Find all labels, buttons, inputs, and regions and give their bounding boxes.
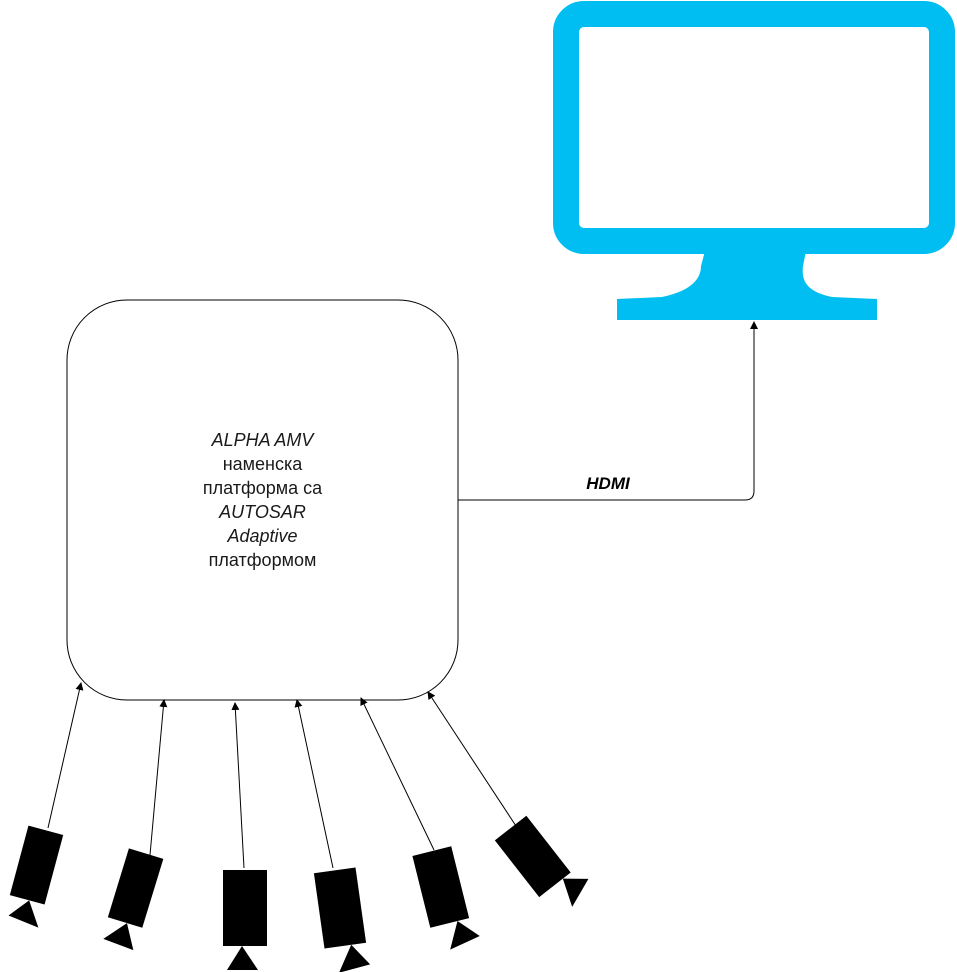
camera-link-6 [427,691,517,827]
platform-label: ALPHA AMV наменска платформа са AUTOSAR … [150,428,375,572]
camera-link-3 [231,702,245,869]
hdmi-label: HDMI [586,474,630,493]
platform-label-line-1: ALPHA AMV [211,430,314,450]
camera-icon [313,867,371,972]
platform-label-line-4: AUTOSAR [219,502,306,522]
platform-label-line-3: платформа са [202,478,323,498]
platform-label-line-6: платформом [208,550,317,570]
camera-icon [412,846,480,950]
camera-icon [223,870,267,970]
camera-icon [494,815,589,907]
camera-link-5 [360,697,435,851]
monitor-icon [553,1,955,320]
camera-link-2 [149,699,168,856]
platform-label-line-2: наменска [222,454,303,474]
hdmi-connector [458,321,758,501]
camera-links [47,682,517,869]
camera-icon [103,848,164,951]
camera-icon [8,825,64,928]
platform-label-line-5: Adaptive [227,526,298,546]
camera-link-1 [47,682,84,829]
camera-link-4 [294,699,334,869]
